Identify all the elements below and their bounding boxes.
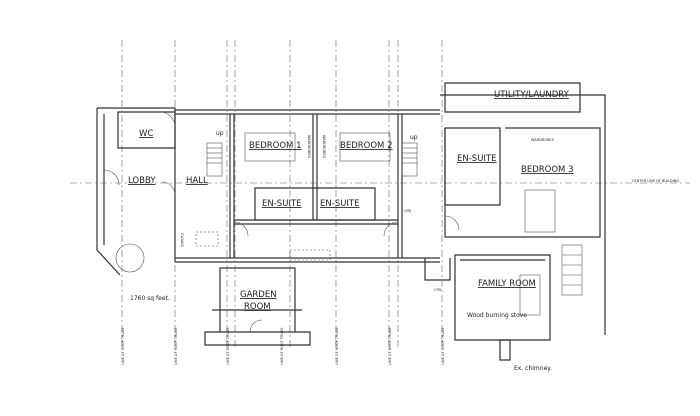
roof-truss-lines	[121, 40, 443, 350]
stove-note: Wood burning stove	[467, 312, 527, 319]
truss-label: LINE OF ROOF TRUSS	[388, 327, 392, 365]
room-label-en-suite-1: EN-SUITE	[262, 199, 301, 209]
area-note: 1760 sq feet.	[130, 295, 170, 302]
cpd-label-upper: CPD	[404, 209, 412, 213]
room-label-bedroom-2: BEDROOM 2	[340, 141, 392, 151]
room-label-bedroom-1: BEDROOM 1	[249, 141, 301, 151]
wardrobes-label-b1: WARDROBES	[307, 135, 311, 159]
center-line-label: CENTER LINE OF BUILDING	[632, 179, 679, 183]
wardrobes-label-b2: WARDROBES	[322, 135, 326, 159]
walls	[96, 82, 606, 361]
room-label-bedroom-3: BEDROOM 3	[521, 165, 573, 175]
cpd-label-lower: CPD	[434, 288, 442, 292]
room-label-wc: WC	[139, 129, 153, 139]
cloaks-label: CLOAKS	[180, 233, 184, 248]
truss-label: LINE OF ROOF TRUSS	[121, 327, 125, 365]
room-label-utility-laundry: UTILITY/LAUNDRY	[494, 90, 570, 100]
wardrobes-label-b3: WARDROBES	[531, 138, 555, 142]
truss-label: LINE OF ROOF TRUSS	[174, 327, 178, 365]
chimney-note: Ex. chimney.	[514, 365, 552, 372]
room-label-room: ROOM	[244, 302, 271, 312]
stair-up-label-right: up	[410, 134, 418, 141]
room-label-garden: GARDEN	[240, 290, 277, 300]
room-label-en-suite-2: EN-SUITE	[320, 199, 359, 209]
room-label-lobby: LOBBY	[128, 176, 156, 186]
truss-label: LINE OF ROOF TRUSS	[335, 327, 339, 365]
truss-label: LINE OF ROOF TRUSS	[441, 327, 445, 365]
room-label-en-suite-3: EN-SUITE	[457, 154, 496, 164]
room-label-hall: HALL	[186, 176, 208, 186]
truss-label: LINE OF ROOF TRUSS	[226, 327, 230, 365]
stair-up-label-left: up	[216, 130, 224, 137]
truss-label: LINE OF ROOF TRUSS	[280, 327, 284, 365]
room-label-family-room: FAMILY ROOM	[478, 279, 536, 289]
